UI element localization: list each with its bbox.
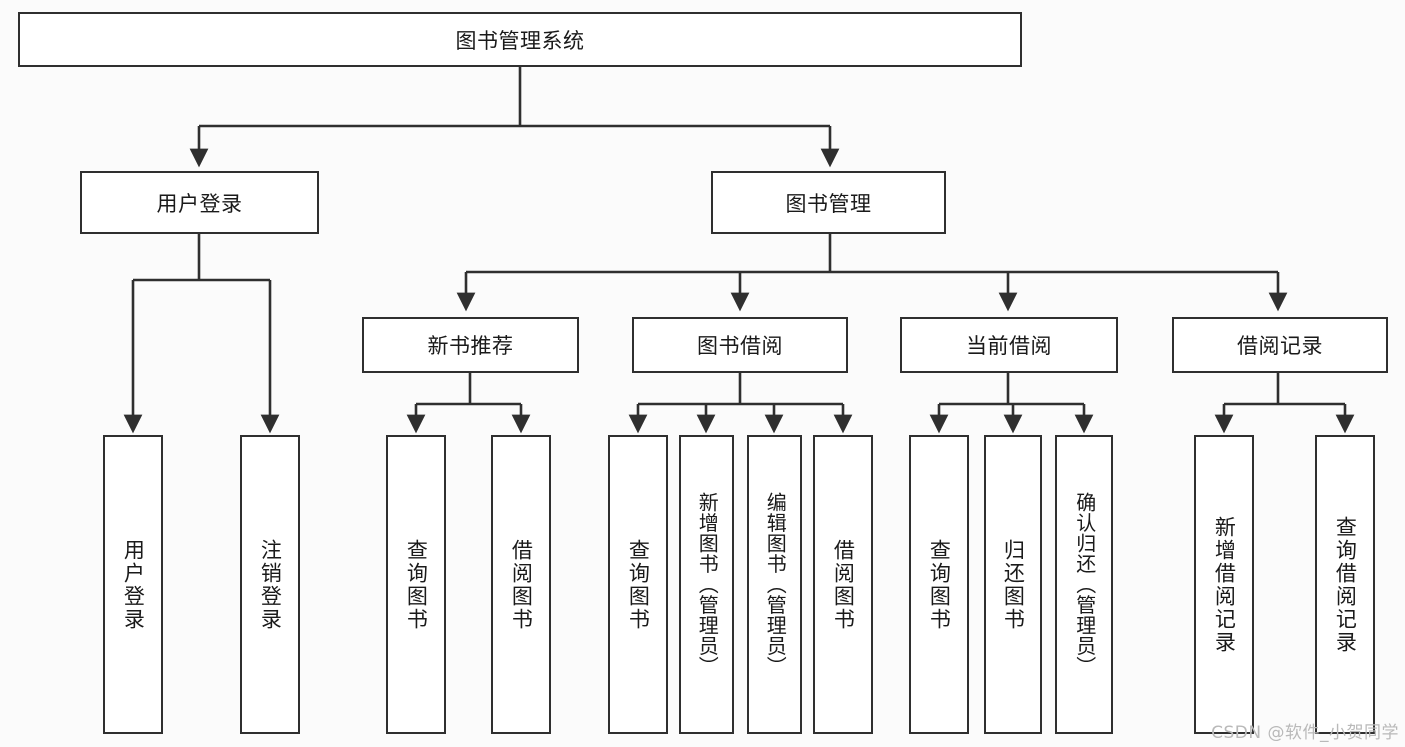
- node-label: 查询借阅记录: [1333, 515, 1358, 654]
- node-label: 借阅图书: [509, 538, 534, 631]
- leaf-user-login[interactable]: 用户登录: [103, 435, 163, 734]
- node-label: 图书管理: [785, 191, 872, 216]
- watermark: CSDN @软件_小贺同学: [1211, 723, 1399, 743]
- node-book-management[interactable]: 图书管理: [711, 171, 946, 234]
- leaf-confirm-return-admin[interactable]: 确认归还（管理员）: [1055, 435, 1113, 734]
- node-label: 图书管理系统: [455, 28, 585, 53]
- node-label: 借阅图书: [831, 538, 856, 631]
- node-label: 查询图书: [626, 538, 651, 631]
- leaf-borrow-book-recommend[interactable]: 借阅图书: [491, 435, 551, 734]
- node-label: 借阅记录: [1237, 334, 1323, 358]
- leaf-query-borrow-record[interactable]: 查询借阅记录: [1315, 435, 1375, 734]
- node-label: 注销登录: [258, 538, 283, 631]
- node-label: 查询图书: [927, 538, 952, 631]
- node-label: 编辑图书（管理员）: [763, 492, 788, 677]
- leaf-edit-book-admin[interactable]: 编辑图书（管理员）: [747, 435, 802, 734]
- node-label: 新增图书（管理员）: [695, 492, 720, 677]
- node-label: 新书推荐: [427, 334, 514, 358]
- node-label: 用户登录: [156, 191, 243, 216]
- node-label: 归还图书: [1001, 538, 1026, 631]
- node-label: 新增借阅记录: [1212, 515, 1237, 654]
- node-label: 查询图书: [404, 538, 429, 631]
- node-label: 图书借阅: [697, 334, 783, 358]
- node-new-book-recommend[interactable]: 新书推荐: [362, 317, 579, 373]
- node-book-borrow[interactable]: 图书借阅: [632, 317, 848, 373]
- node-user-login[interactable]: 用户登录: [80, 171, 319, 234]
- node-label: 当前借阅: [966, 334, 1052, 358]
- leaf-borrow-book[interactable]: 借阅图书: [813, 435, 873, 734]
- leaf-query-book-recommend[interactable]: 查询图书: [386, 435, 446, 734]
- leaf-add-book-admin[interactable]: 新增图书（管理员）: [679, 435, 734, 734]
- leaf-add-borrow-record[interactable]: 新增借阅记录: [1194, 435, 1254, 734]
- leaf-query-book-borrow[interactable]: 查询图书: [608, 435, 668, 734]
- node-current-borrow[interactable]: 当前借阅: [900, 317, 1118, 373]
- node-root-book-management-system[interactable]: 图书管理系统: [18, 12, 1022, 67]
- node-label: 确认归还（管理员）: [1072, 492, 1097, 677]
- leaf-logout[interactable]: 注销登录: [240, 435, 300, 734]
- leaf-return-book[interactable]: 归还图书: [984, 435, 1042, 734]
- node-label: 用户登录: [121, 538, 146, 631]
- node-borrow-record[interactable]: 借阅记录: [1172, 317, 1388, 373]
- leaf-query-book-current[interactable]: 查询图书: [909, 435, 969, 734]
